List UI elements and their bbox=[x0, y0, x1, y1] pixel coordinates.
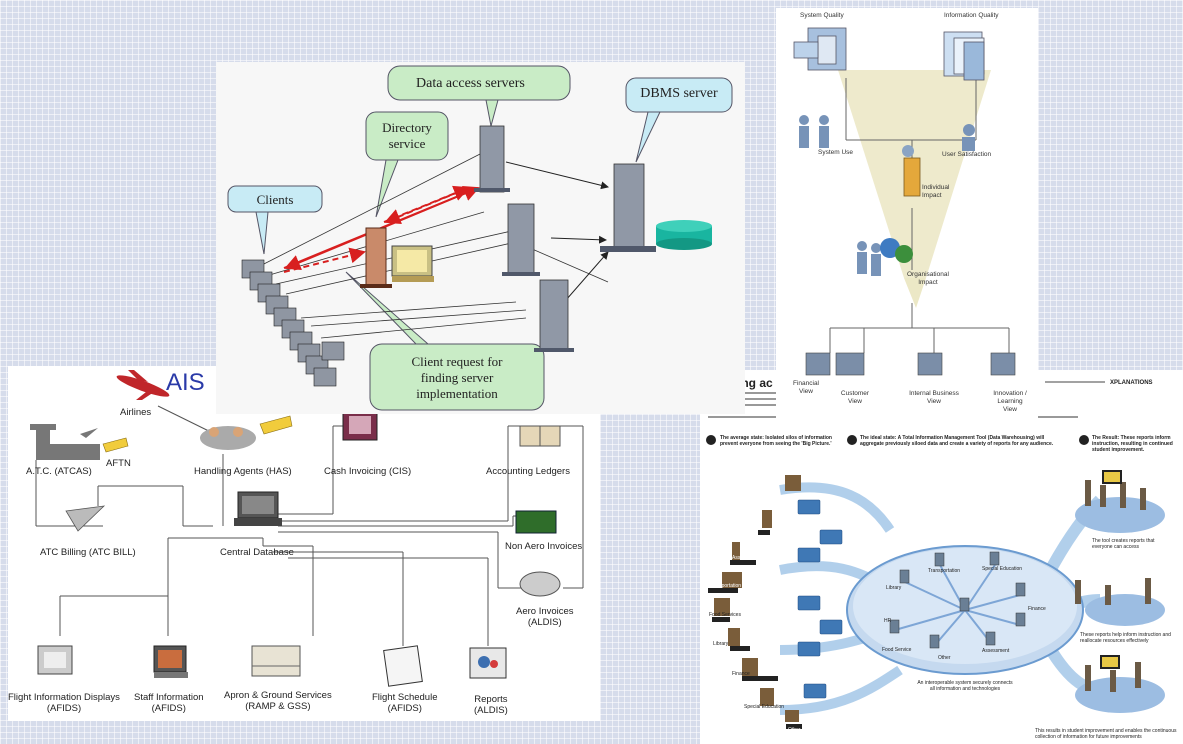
label-airlines: Airlines bbox=[120, 407, 152, 418]
view-financial: Financial View bbox=[792, 380, 819, 395]
bubble-dbms-server: DBMS server bbox=[640, 86, 718, 101]
quality-model-graphic bbox=[793, 27, 1016, 376]
label-handling-agents: Handling Agents (HAS) bbox=[194, 466, 292, 477]
xplanations-brand: XPLANATIONS bbox=[1110, 380, 1153, 386]
silo-label-special-education: Special Education bbox=[744, 704, 785, 710]
hub-node-finance: Finance bbox=[1028, 606, 1046, 612]
label-system-use: System Use bbox=[818, 149, 854, 156]
view-internal-business: Internal Business View bbox=[909, 390, 959, 405]
ais-title: AIS bbox=[166, 369, 205, 396]
label-atc-billing: ATC Billing (ATC BILL) bbox=[40, 547, 136, 558]
view-innovation-learning: Innovation / Learning View bbox=[993, 390, 1027, 413]
silo-label-assessment: Assessment bbox=[732, 555, 760, 561]
ais-panel: AIS Airlines A.T.C. (ATCAS) AFTN Handlin… bbox=[8, 366, 600, 721]
hub-node-special-education: Special Education bbox=[982, 566, 1023, 572]
label-accounting-ledgers: Accounting Ledgers bbox=[486, 466, 570, 477]
step1-text: The average state: Isolated silos of inf… bbox=[720, 435, 832, 447]
silo-label-other: Other bbox=[788, 727, 801, 733]
silo-label-food-services: Food Services bbox=[709, 612, 741, 618]
result-note-2: These reports help inform instruction an… bbox=[1080, 632, 1171, 644]
result-note-1: The tool creates reports that everyone c… bbox=[1092, 538, 1155, 550]
silo-label-library: Library bbox=[713, 641, 729, 647]
label-apron: Apron & Ground Services (RAMP & GSS) bbox=[224, 690, 332, 712]
bubble-directory-service: Directory service bbox=[382, 120, 432, 151]
quality-model-panel: System Quality Information Quality Syste… bbox=[776, 8, 1038, 418]
xplanations-heading: ing ac bbox=[738, 376, 773, 390]
label-non-aero-invoices: Non Aero Invoices bbox=[505, 541, 583, 552]
hub-node-library: Library bbox=[886, 585, 902, 591]
bubble-client-request: Client request for finding server implem… bbox=[411, 354, 503, 401]
label-aero-invoices: Aero Invoices (ALDIS) bbox=[516, 606, 574, 628]
label-atc: A.T.C. (ATCAS) bbox=[26, 466, 92, 477]
xplanations-panel: ing ac XPLANATIONS The average state: Is… bbox=[700, 370, 1183, 744]
result-note-3: This results in student improvement and … bbox=[1035, 728, 1177, 740]
label-fids: Flight Information Displays (AFIDS) bbox=[8, 692, 120, 714]
label-system-quality: System Quality bbox=[800, 12, 844, 19]
view-customer: Customer View bbox=[840, 390, 870, 405]
bubble-clients: Clients bbox=[256, 192, 294, 207]
label-staff-info: Staff Information (AFIDS) bbox=[134, 692, 204, 714]
hub-caption: An interoperable system securely connect… bbox=[917, 680, 1013, 692]
hub-node-assessment: Assessment bbox=[982, 648, 1010, 654]
silo-label-transportation: Transportation bbox=[709, 583, 742, 589]
network-graphic bbox=[216, 62, 745, 414]
label-individual-impact: Individual Impact bbox=[922, 184, 950, 199]
hub-node-food-service: Food Service bbox=[882, 647, 912, 653]
label-user-satisfaction: User Satisfaction bbox=[942, 151, 992, 158]
silo-label-finance: Finance bbox=[732, 671, 750, 677]
step3-text: The Result: These reports inform instruc… bbox=[1092, 435, 1173, 453]
hub-node-hr: HR bbox=[884, 618, 892, 624]
network-diagram-panel: Data access servers Directory service Cl… bbox=[216, 62, 745, 414]
label-information-quality: Information Quality bbox=[944, 12, 999, 19]
bubble-data-access-servers: Data access servers bbox=[416, 76, 525, 91]
label-organisational-impact: Organisational Impact bbox=[907, 271, 949, 286]
label-reports: Reports (ALDIS) bbox=[474, 694, 508, 716]
step2-text: The ideal state: A Total Information Man… bbox=[860, 435, 1054, 447]
label-flight-schedule: Flight Schedule (AFIDS) bbox=[372, 692, 438, 714]
label-cash-invoicing: Cash Invoicing (CIS) bbox=[324, 466, 412, 477]
hub-node-other: Other bbox=[938, 655, 951, 661]
xplanations-graphic bbox=[700, 370, 1183, 744]
ais-graphic bbox=[30, 370, 584, 687]
label-aftn: AFTN bbox=[106, 458, 131, 469]
label-central-database: Central Database bbox=[220, 547, 294, 558]
hub-node-transportation: Transportation bbox=[928, 568, 961, 574]
